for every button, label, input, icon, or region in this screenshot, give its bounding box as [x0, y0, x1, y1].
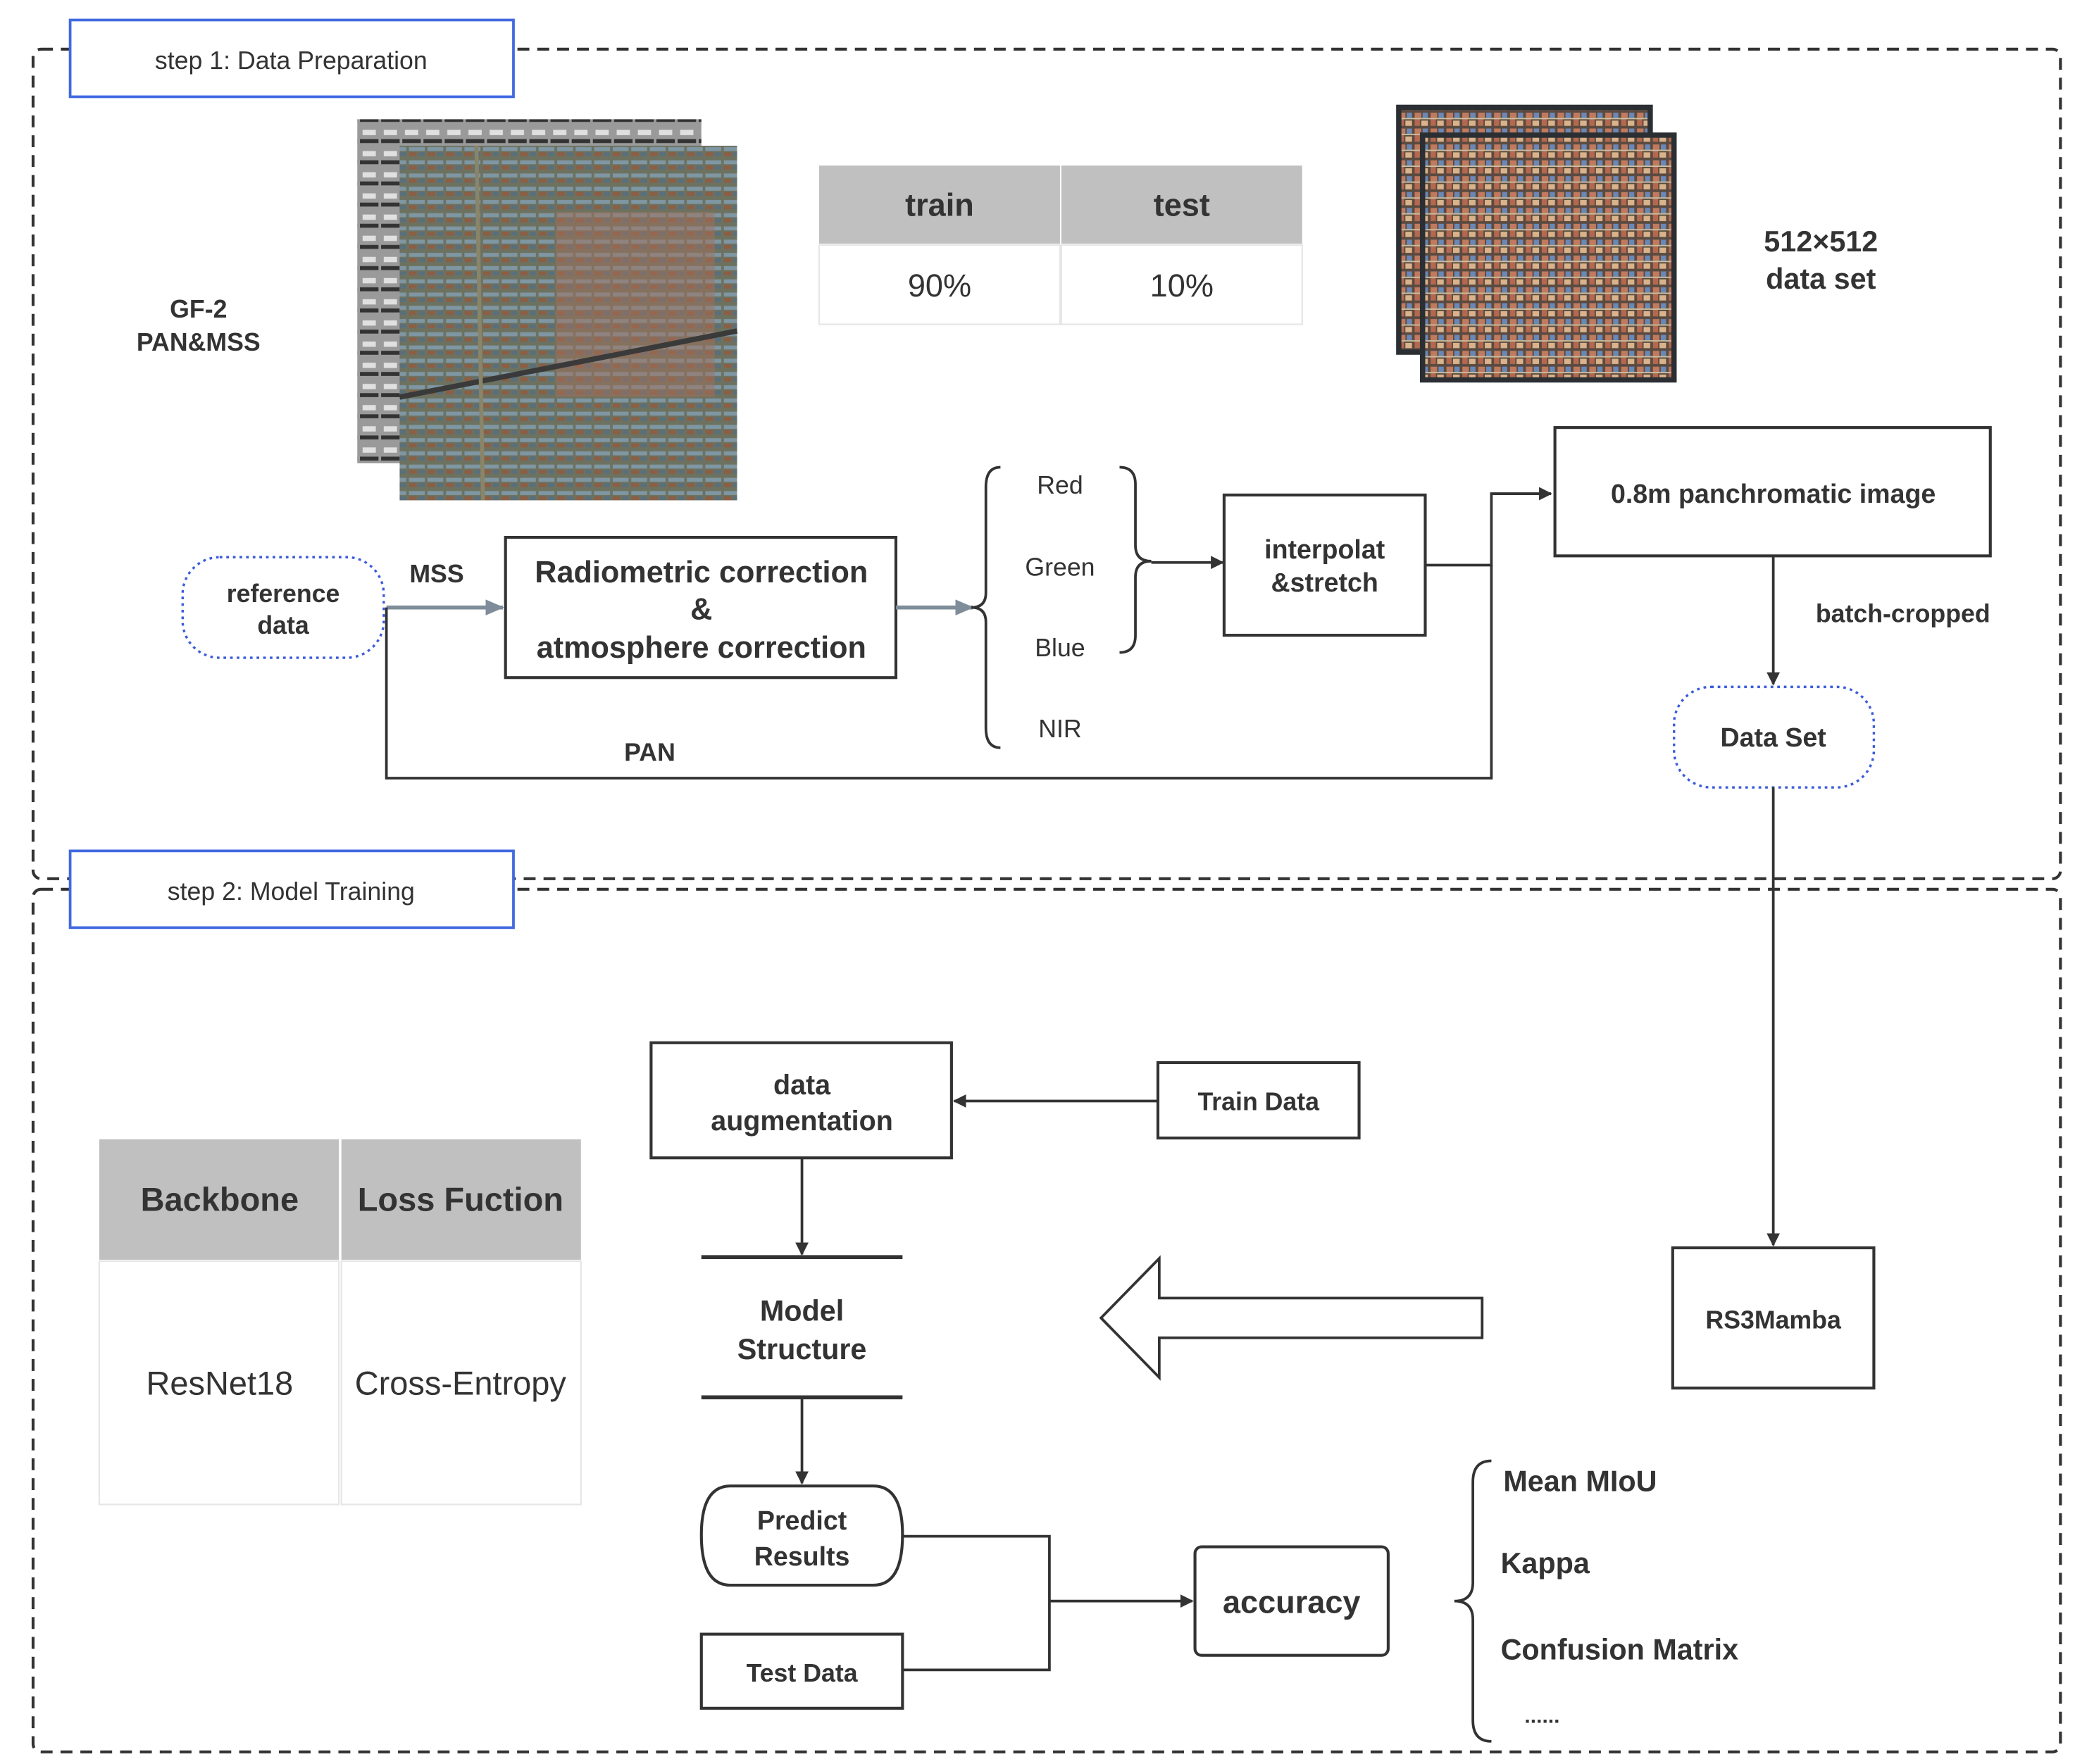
- bands-brace: [971, 465, 1001, 749]
- dataset-image-stack: [1396, 104, 1677, 383]
- svg-text:&stretch: &stretch: [1271, 568, 1378, 597]
- pan-line: [385, 565, 1493, 780]
- metric-kappa: Kappa: [1501, 1547, 1590, 1580]
- mss-label: MSS: [409, 560, 463, 588]
- dataset-size-label-sub: data set: [1766, 263, 1876, 295]
- svg-text:Results: Results: [754, 1541, 850, 1571]
- split-header-test: test: [1154, 187, 1210, 223]
- config-header-loss: Loss Fuction: [358, 1180, 563, 1218]
- test-data-box: Test Data: [699, 1632, 904, 1710]
- config-table: Backbone Loss Fuction ResNet18 Cross-Ent…: [98, 1139, 582, 1506]
- step1-label: step 1: Data Preparation: [68, 18, 515, 99]
- metric-confusion-matrix: Confusion Matrix: [1501, 1633, 1739, 1665]
- split-table: train test 90% 10%: [818, 165, 1303, 325]
- config-header-backbone: Backbone: [141, 1180, 299, 1218]
- source-label-sub: PAN&MSS: [137, 328, 261, 356]
- svg-text:Structure: Structure: [737, 1333, 867, 1365]
- metric-miou: Mean MIoU: [1503, 1465, 1657, 1498]
- step2-frame: [31, 887, 2062, 1753]
- correction-box: Radiometric correction & atmosphere corr…: [504, 535, 898, 680]
- gf2-image-stack: [357, 119, 738, 501]
- svg-text:reference: reference: [227, 580, 340, 608]
- reference-data-node: reference data: [181, 556, 385, 659]
- step1-frame: [31, 47, 2062, 880]
- panchromatic-image-box: 0.8m panchromatic image: [1553, 426, 1992, 558]
- dataset-node: Data Set: [1673, 685, 1876, 789]
- split-value-test: 10%: [1150, 268, 1214, 304]
- pan-label: PAN: [624, 739, 675, 767]
- split-value-train: 90%: [908, 268, 971, 304]
- svg-text:Model: Model: [760, 1294, 844, 1327]
- batch-cropped-label: batch-cropped: [1816, 599, 1990, 627]
- svg-text:Radiometric correction: Radiometric correction: [535, 556, 868, 589]
- rs3mamba-box: RS3Mamba: [1671, 1246, 1876, 1390]
- rgb-brace: [1119, 465, 1152, 654]
- model-structure-node: Model Structure: [701, 1255, 903, 1400]
- config-value-loss: Cross-Entropy: [355, 1365, 567, 1402]
- dataset-size-label: 512×512: [1764, 225, 1878, 258]
- band-blue: Blue: [1035, 634, 1085, 662]
- svg-text:Data Set: Data Set: [1720, 723, 1826, 752]
- band-green: Green: [1025, 553, 1095, 582]
- svg-text:interpolat: interpolat: [1264, 534, 1385, 564]
- svg-text:step 2: Model Training: step 2: Model Training: [168, 877, 415, 906]
- split-header-train: train: [905, 187, 974, 223]
- svg-text:RS3Mamba: RS3Mamba: [1705, 1306, 1842, 1334]
- train-data-box: Train Data: [1156, 1061, 1361, 1140]
- step2-label: step 2: Model Training: [68, 849, 515, 930]
- band-nir: NIR: [1038, 715, 1081, 743]
- svg-text:data: data: [773, 1070, 831, 1101]
- svg-text:0.8m panchromatic image: 0.8m panchromatic image: [1611, 479, 1936, 508]
- svg-text:accuracy: accuracy: [1223, 1584, 1361, 1620]
- svg-text:data: data: [257, 611, 310, 639]
- svg-text:Test Data: Test Data: [747, 1659, 859, 1687]
- band-red: Red: [1037, 471, 1083, 499]
- model-injection-arrow: [1099, 1255, 1484, 1381]
- accuracy-box: accuracy: [1193, 1545, 1390, 1657]
- data-augmentation-box: data augmentation: [649, 1041, 953, 1160]
- svg-text:Train Data: Train Data: [1197, 1088, 1320, 1116]
- source-label: GF-2: [170, 295, 227, 323]
- svg-text:augmentation: augmentation: [711, 1106, 893, 1137]
- config-value-backbone: ResNet18: [146, 1365, 293, 1402]
- interp-to-panimage-connector: [1425, 487, 1552, 567]
- metric-more: ......: [1524, 1704, 1559, 1727]
- svg-text:step 1: Data Preparation: step 1: Data Preparation: [155, 46, 428, 75]
- predict-results-node: Predict Results: [699, 1484, 904, 1587]
- svg-text:&: &: [690, 593, 712, 627]
- metrics-brace: [1454, 1459, 1492, 1743]
- predict-test-to-accuracy-connector: [902, 1534, 1192, 1672]
- svg-text:atmosphere correction: atmosphere correction: [537, 631, 866, 665]
- svg-text:Predict: Predict: [757, 1506, 847, 1535]
- interpolate-stretch-box: interpolat &stretch: [1222, 493, 1427, 637]
